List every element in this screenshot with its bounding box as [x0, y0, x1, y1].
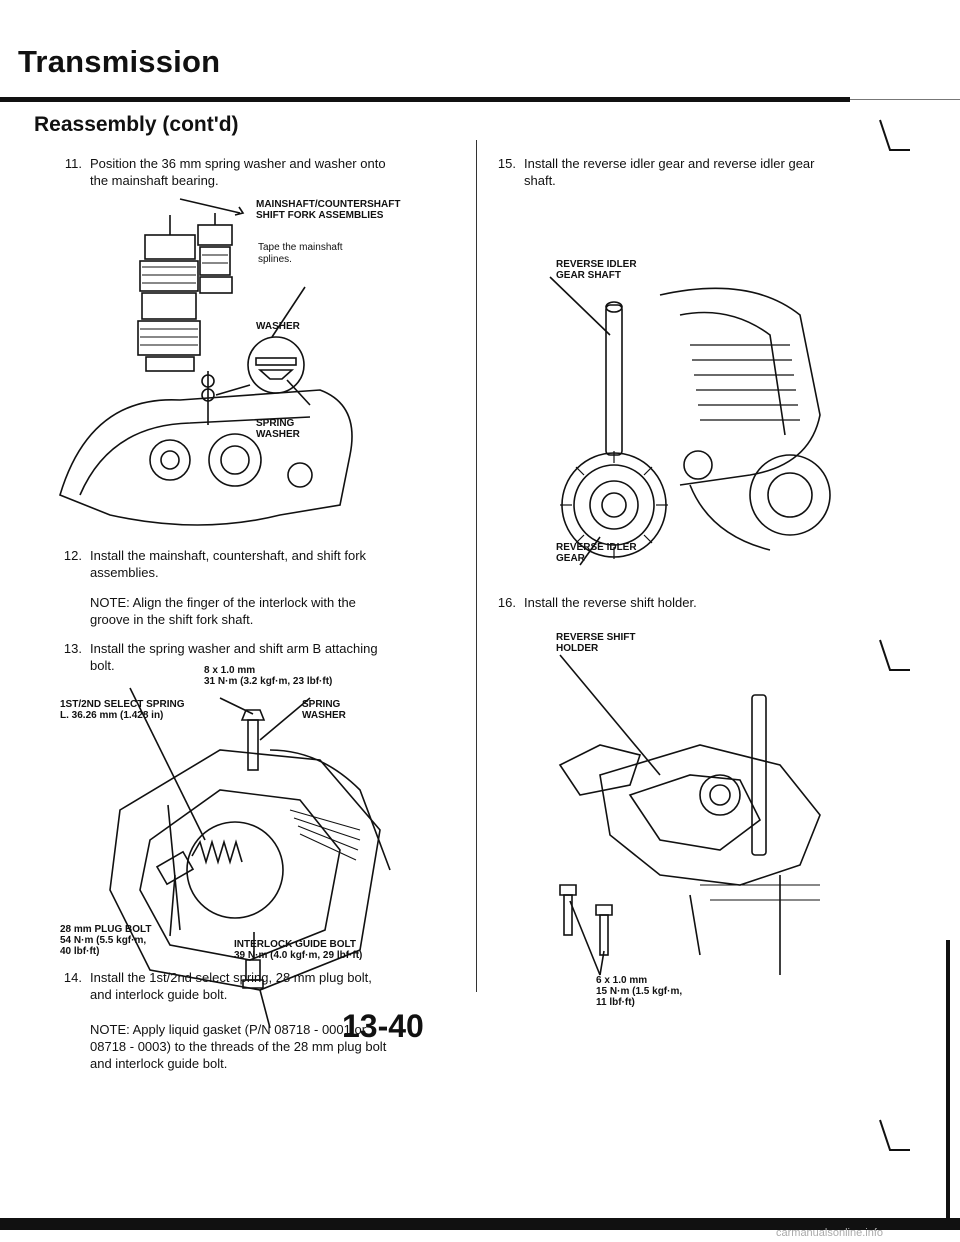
- note-line: NOTE: Apply liquid gasket (P/N 08718 - 0…: [90, 1022, 367, 1037]
- reverse-idler-figure: [549, 276, 831, 566]
- step-text-line: assemblies.: [90, 565, 159, 580]
- spring-washer-label: SPRING WASHER: [256, 418, 300, 440]
- step-15: 15. Install the reverse idler gear and r…: [486, 155, 866, 191]
- step-text-line: Position the 36 mm spring washer and was…: [90, 156, 386, 171]
- header-rule: [0, 97, 850, 102]
- step-number: 12.: [63, 548, 82, 563]
- step-text-line: and interlock guide bolt.: [90, 987, 228, 1002]
- step-text-line: Install the reverse shift holder.: [524, 595, 697, 610]
- step-12-note: NOTE: Align the finger of the interlock …: [90, 594, 470, 628]
- tape-splines-label: Tape the mainshaft splines.: [258, 242, 343, 265]
- step-number: 15.: [497, 156, 516, 171]
- spring-washer-label-2: SPRING WASHER: [302, 699, 346, 721]
- reverse-idler-shaft-label: REVERSE IDLER GEAR SHAFT: [556, 259, 637, 281]
- select-spring-figure: [109, 687, 391, 1029]
- step-number: 16.: [497, 595, 516, 610]
- note-line: groove in the shift fork shaft.: [90, 612, 254, 627]
- step-text-line: Install the mainshaft, countershaft, and…: [90, 548, 367, 563]
- step-13: 13. Install the spring washer and shift …: [52, 640, 462, 676]
- step-14-note: NOTE: Apply liquid gasket (P/N 08718 - 0…: [90, 1021, 470, 1072]
- note-line: 08718 - 0003) to the threads of the 28 m…: [90, 1039, 387, 1054]
- mainshaft-assembly-figure: [59, 198, 353, 526]
- step-text-line: Install the spring washer and shift arm …: [90, 641, 378, 656]
- plug-bolt-label: 28 mm PLUG BOLT 54 N·m (5.5 kgf·m, 40 lb…: [60, 924, 152, 957]
- header-rule-thin: [850, 99, 960, 100]
- assemblies-label: MAINSHAFT/COUNTERSHAFT SHIFT FORK ASSEMB…: [256, 199, 401, 221]
- section-title: Reassembly (cont'd): [34, 113, 239, 136]
- step-number: 14.: [63, 970, 82, 985]
- step-16: 16. Install the reverse shift holder.: [486, 594, 866, 612]
- column-divider: [476, 140, 477, 992]
- page-title: Transmission: [18, 44, 221, 79]
- step-text-line: shaft.: [524, 173, 556, 188]
- note-line: and interlock guide bolt.: [90, 1056, 228, 1071]
- reverse-shift-holder-label: REVERSE SHIFT HOLDER: [556, 632, 636, 654]
- step-text-line: Install the 1st/2nd select spring, 28 mm…: [90, 970, 372, 985]
- washer-label: WASHER: [256, 321, 300, 332]
- step-text-line: Install the reverse idler gear and rever…: [524, 156, 815, 171]
- note-line: NOTE: Align the finger of the interlock …: [90, 595, 356, 610]
- step-text-line: the mainshaft bearing.: [90, 173, 219, 188]
- reverse-idler-gear-label: REVERSE IDLER GEAR: [556, 542, 637, 564]
- holder-bolt-spec-label: 6 x 1.0 mm 15 N·m (1.5 kgf·m, 11 lbf·ft): [596, 975, 683, 1008]
- interlock-guide-bolt-label: INTERLOCK GUIDE BOLT 39 N·m (4.0 kgf·m, …: [234, 939, 363, 961]
- step-11: 11. Position the 36 mm spring washer and…: [52, 155, 452, 191]
- step-number: 11.: [64, 156, 82, 171]
- margin-marks: [879, 119, 950, 1220]
- step-12: 12. Install the mainshaft, countershaft,…: [52, 547, 462, 583]
- watermark: carmanualsonline.info: [776, 1227, 884, 1239]
- step-number: 13.: [63, 641, 82, 656]
- step-text-line: bolt.: [90, 658, 115, 673]
- page-number: 13-40: [342, 1008, 424, 1044]
- step-14: 14. Install the 1st/2nd select spring, 2…: [52, 969, 462, 1005]
- select-spring-label: 1ST/2ND SELECT SPRING L. 36.26 mm (1.428…: [60, 699, 185, 721]
- bottom-bar: [0, 1218, 960, 1230]
- reverse-shift-holder-figure: [558, 654, 821, 976]
- bolt-spec-label: 8 x 1.0 mm 31 N·m (3.2 kgf·m, 23 lbf·ft): [204, 665, 333, 687]
